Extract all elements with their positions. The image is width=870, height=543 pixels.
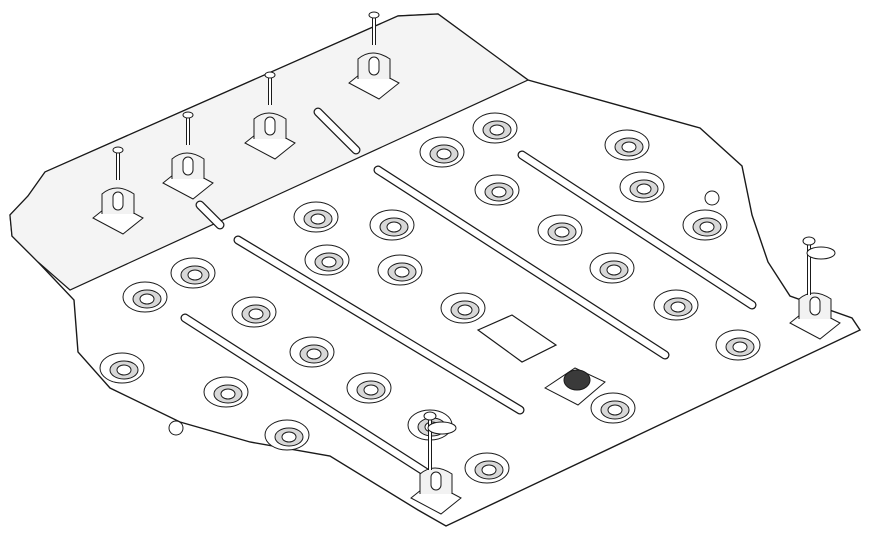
countersunk-hole xyxy=(203,376,249,408)
countersunk-hole xyxy=(715,329,761,361)
clip-nut xyxy=(423,411,457,470)
bolt xyxy=(264,71,276,105)
countersunk-hole xyxy=(419,136,465,168)
countersunk-hole xyxy=(653,289,699,321)
bolt xyxy=(368,11,380,45)
countersunk-hole xyxy=(170,257,216,289)
clip-nut xyxy=(802,236,836,295)
rib-slot-inner xyxy=(181,314,434,479)
rib-slot-inner xyxy=(374,166,669,359)
round-hole xyxy=(704,190,720,206)
bracket xyxy=(92,187,144,235)
mounting-brackets xyxy=(92,11,841,515)
bracket xyxy=(244,112,296,160)
bracket xyxy=(410,467,462,515)
countersunk-hole xyxy=(122,281,168,313)
countersunk-hole xyxy=(369,209,415,241)
countersunk-hole xyxy=(377,254,423,286)
countersunk-hole xyxy=(304,244,350,276)
bracket xyxy=(162,152,214,200)
mounting-holes xyxy=(99,112,761,484)
countersunk-hole xyxy=(474,174,520,206)
countersunk-hole xyxy=(604,129,650,161)
countersunk-hole xyxy=(464,452,510,484)
bolt xyxy=(182,111,194,145)
rib-slot-inner xyxy=(234,236,524,414)
drain-plug xyxy=(544,367,606,406)
round-hole xyxy=(168,420,184,436)
countersunk-hole xyxy=(231,296,277,328)
bolt xyxy=(112,146,124,180)
countersunk-hole xyxy=(440,292,486,324)
rib-slot-inner xyxy=(196,201,224,229)
access-hatch xyxy=(476,314,558,363)
rib-slot-inner xyxy=(518,151,756,309)
countersunk-hole xyxy=(264,419,310,451)
rib-slot-inner xyxy=(314,108,360,154)
stiffening-ribs xyxy=(180,107,757,480)
countersunk-hole xyxy=(99,352,145,384)
countersunk-hole xyxy=(619,171,665,203)
countersunk-hole xyxy=(293,201,339,233)
countersunk-hole xyxy=(589,252,635,284)
bracket xyxy=(789,292,841,340)
countersunk-hole xyxy=(590,392,636,424)
countersunk-hole xyxy=(537,214,583,246)
countersunk-hole xyxy=(682,209,728,241)
countersunk-hole xyxy=(472,112,518,144)
bracket xyxy=(348,52,400,100)
countersunk-hole xyxy=(346,372,392,404)
countersunk-hole xyxy=(289,336,335,368)
